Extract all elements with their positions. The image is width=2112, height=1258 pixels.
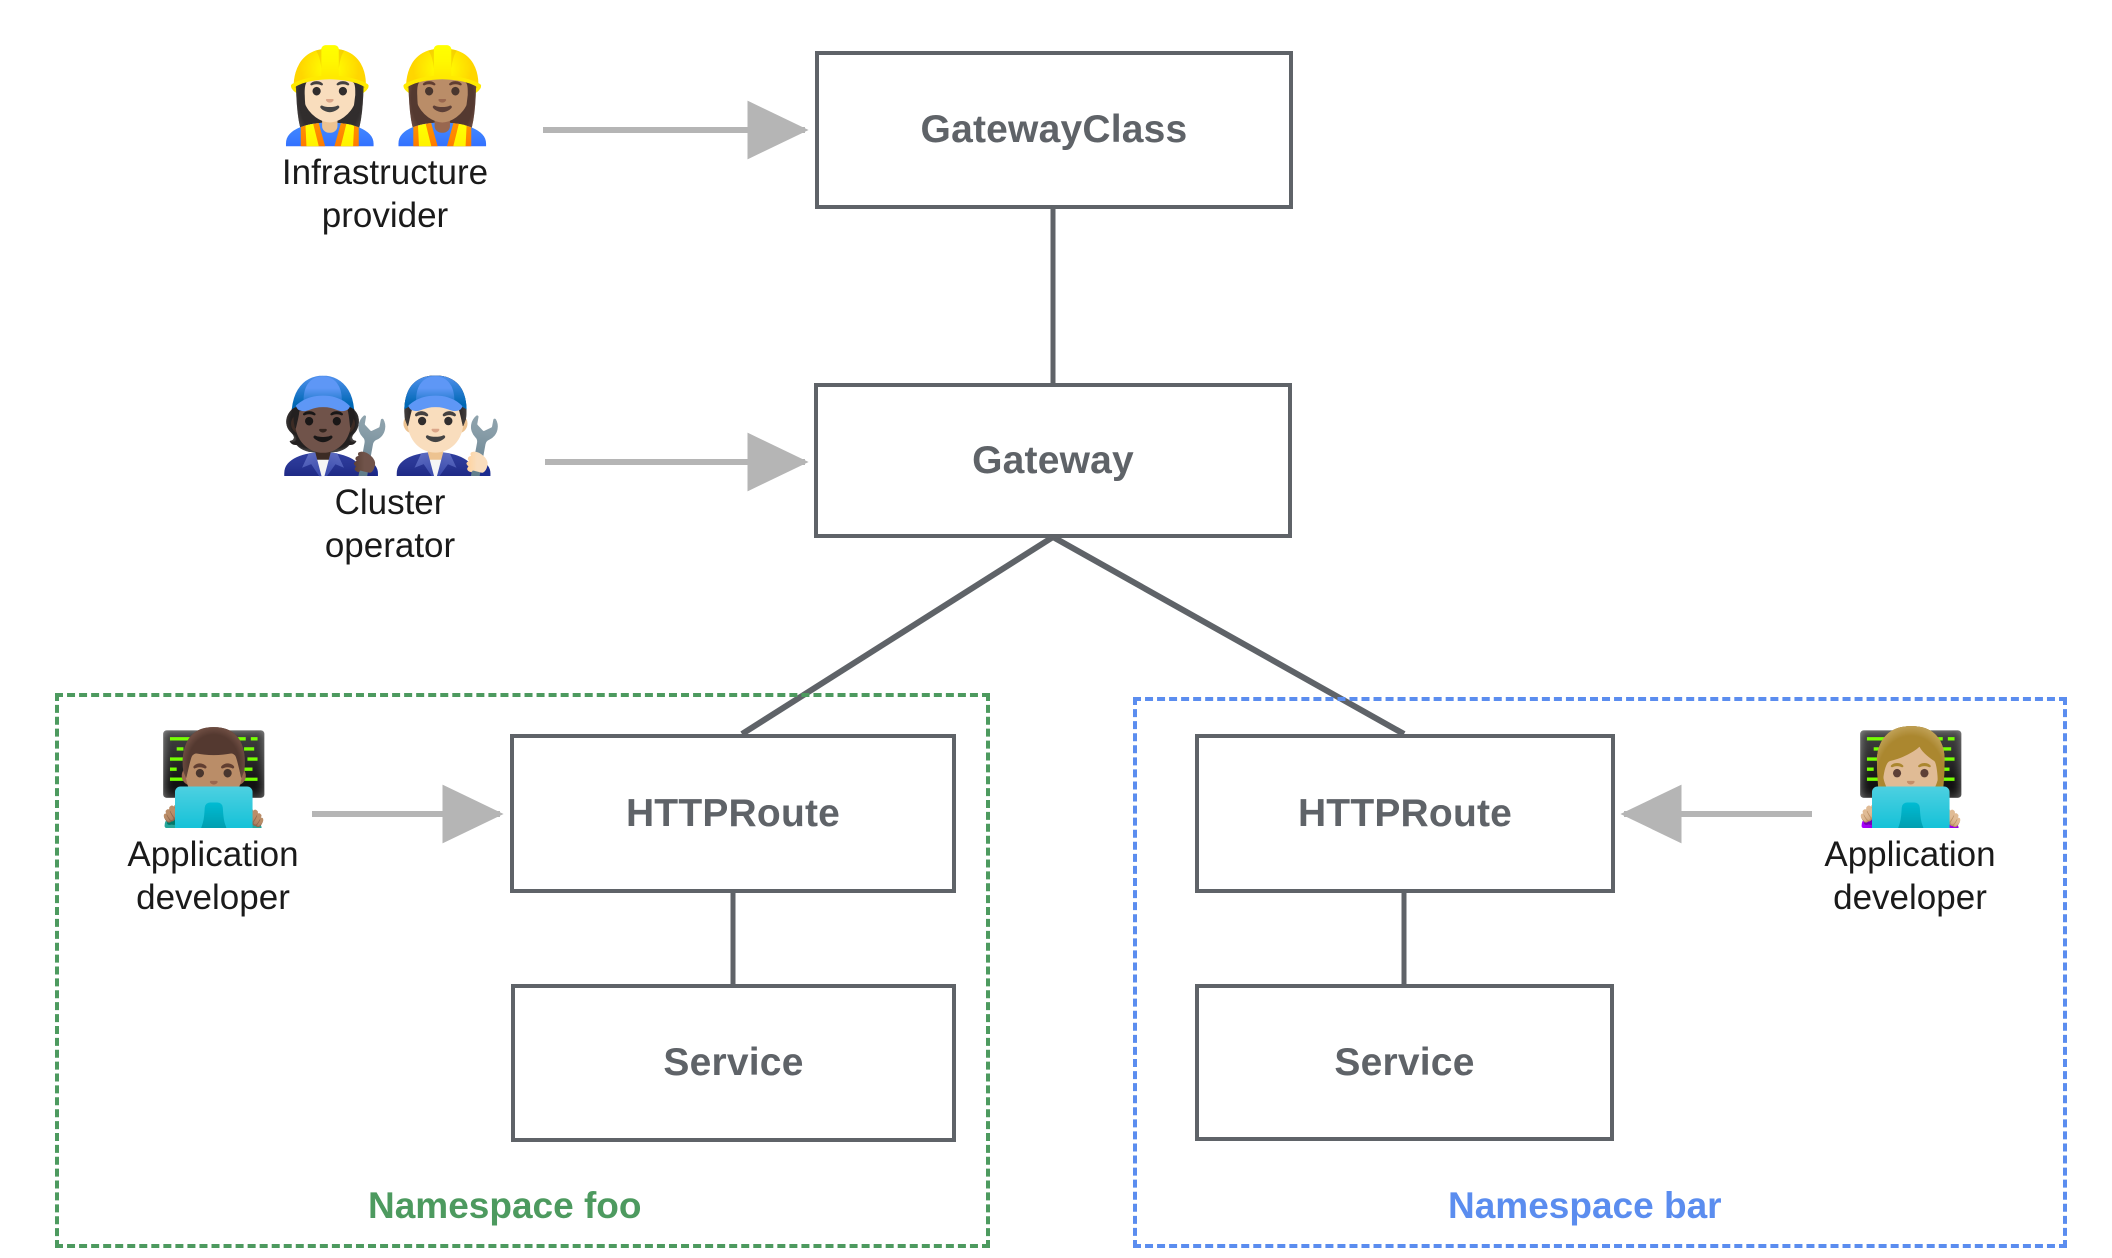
resource-box-service-foo[interactable]: Service (511, 984, 956, 1142)
mechanic-icon: 🧑🏿‍🔧👨🏻‍🔧 (277, 372, 504, 479)
resource-label-httproute-foo: HTTPRoute (625, 791, 841, 835)
resource-label-gatewayclass: GatewayClass (920, 108, 1188, 151)
resource-box-httproute-bar[interactable]: HTTPRoute (1195, 734, 1615, 893)
persona-cluster-operator: 🧑🏿‍🔧👨🏻‍🔧 Cluster operator (245, 372, 535, 568)
persona-label-application-developer-bar: Application developer (1824, 834, 1996, 918)
construction-worker-icon: 👷🏻‍♀️👷🏽‍♀️ (272, 42, 499, 149)
persona-label-cluster-operator: Cluster operator (324, 482, 456, 566)
persona-application-developer-bar: 👩🏼‍💻 Application developer (1795, 724, 2025, 920)
namespace-group-bar (1133, 697, 2067, 1248)
namespace-label-foo: Namespace foo (368, 1185, 642, 1226)
persona-label-application-developer-foo: Application developer (127, 834, 299, 918)
namespace-group-foo (55, 693, 990, 1248)
persona-infrastructure-provider: 👷🏻‍♀️👷🏽‍♀️ Infrastructure provider (240, 42, 530, 238)
resource-label-service-bar: Service (1334, 1040, 1475, 1084)
woman-technologist-icon: 👩🏼‍💻 (1853, 724, 1969, 831)
man-technologist-icon: 👨🏽‍💻 (156, 724, 272, 831)
namespace-label-bar: Namespace bar (1448, 1185, 1722, 1226)
persona-label-infrastructure-provider: Infrastructure provider (281, 152, 489, 236)
resource-label-gateway: Gateway (972, 438, 1134, 482)
resource-label-service-foo: Service (663, 1041, 804, 1084)
resource-label-httproute-bar: HTTPRoute (1297, 791, 1513, 835)
persona-application-developer-foo: 👨🏽‍💻 Application developer (98, 724, 328, 920)
resource-box-service-bar[interactable]: Service (1195, 984, 1614, 1141)
resource-box-httproute-foo[interactable]: HTTPRoute (510, 734, 956, 893)
resource-box-gateway[interactable]: Gateway (814, 383, 1292, 538)
connector-gateway-httproute-foo (740, 534, 1055, 737)
resource-box-gatewayclass[interactable]: GatewayClass (815, 51, 1293, 209)
connector-gateway-httproute-bar (1051, 534, 1406, 737)
